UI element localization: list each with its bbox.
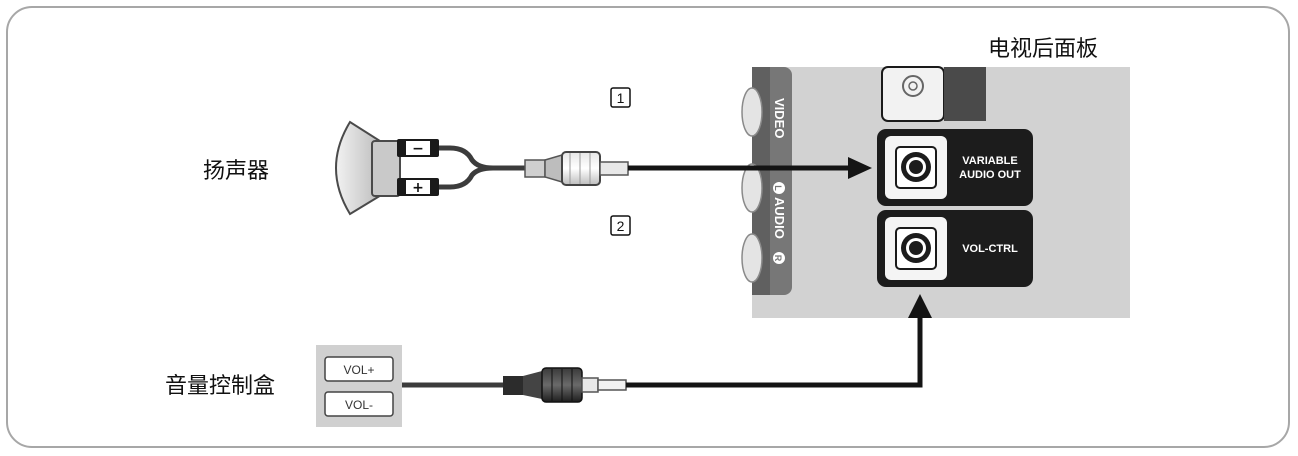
speaker-plus-sign: + (412, 180, 424, 196)
speaker-minus-sign: − (412, 141, 424, 157)
speaker-cable (439, 145, 872, 190)
callout-2: 2 (610, 215, 631, 236)
vol-ctrl-cable (402, 294, 932, 403)
audio-right-mark: R (773, 255, 783, 262)
arrow-to-vol-ctrl-icon (908, 294, 932, 318)
port-variable-label-1: VARIABLE (962, 155, 1017, 167)
vol-ctrl-jack (909, 241, 923, 255)
upper-port-jack (902, 75, 924, 97)
volume-box-label: 音量控制盒 (165, 374, 275, 399)
rca-plug-icon (561, 151, 601, 186)
video-jack (741, 87, 763, 137)
audio-left-jack (741, 163, 763, 213)
speaker-label: 扬声器 (203, 159, 269, 184)
vol-plus-button (324, 356, 394, 382)
callout-1-number: 1 (617, 90, 625, 106)
side-video-label: VIDEO (772, 98, 787, 138)
speaker: − + 扬声器 (203, 120, 439, 216)
variable-audio-jack (909, 160, 923, 174)
port-vol-ctrl-label: VOL-CTRL (962, 243, 1018, 255)
port-variable-label-2: AUDIO OUT (959, 169, 1021, 181)
tv-back-panel: 电视后面板 VIDEO L AUDIO R VARIABLE AUDIO OUT (741, 37, 1130, 318)
callout-1: 1 (610, 87, 631, 108)
vol-minus-label: VOL- (345, 398, 373, 412)
callout-2-number: 2 (617, 218, 625, 234)
vol-plus-label: VOL+ (343, 363, 374, 377)
panel-title: 电视后面板 (988, 37, 1098, 62)
vol-minus-button (324, 391, 394, 417)
side-audio-label: AUDIO (772, 197, 787, 239)
audio-left-mark: L (773, 185, 783, 191)
volume-control-box: 音量控制盒 VOL+ VOL- (165, 345, 402, 427)
audio-right-jack (741, 233, 763, 283)
speaker-magnet (371, 140, 401, 197)
arrow-to-variable-audio-icon (848, 157, 872, 179)
